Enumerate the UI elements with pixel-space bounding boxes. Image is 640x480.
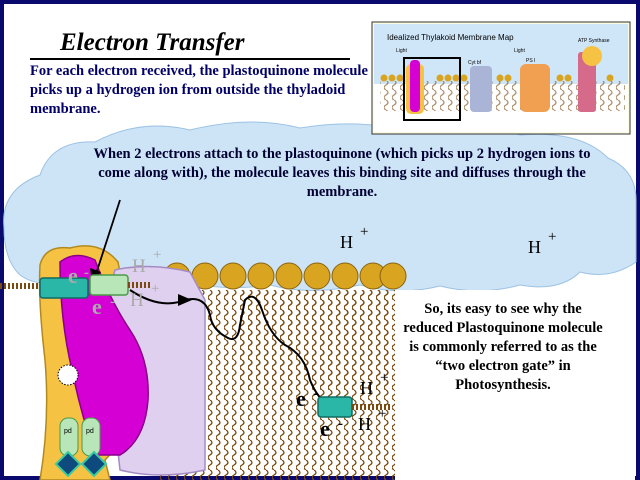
inset-light-right: Light [514,48,525,54]
pd-label-2: pd [86,428,94,435]
pd-label-1: pd [64,428,72,435]
inset-cyt-label: Cyt bf [468,60,482,66]
slide-title: Electron Transfer [30,28,350,60]
protein-magenta [59,254,149,456]
inset-map: Idealized Thylakoid Membrane Map Light L… [371,21,631,135]
ion-h-released-2: H [358,414,371,434]
conclusion-text: So, its easy to see why the reduced Plas… [403,301,603,393]
ion-h-bound-1: H [132,256,146,277]
ion-h-released-2-charge: + [378,406,386,422]
ion-h-stroma-2: H [528,237,541,257]
inset-map-title: Idealized Thylakoid Membrane Map [387,33,514,42]
ion-h-released-1-charge: + [380,370,388,386]
electron-path [129,289,331,406]
electron-released-1-charge: - [313,386,318,402]
ion-h-stroma-2-charge: + [548,229,556,245]
ion-h-bound-1-charge: + [153,247,161,263]
pd-proteins [54,417,108,478]
inset-atp-label: ATP Synthase [578,38,610,44]
electron-bound-2: e [92,294,102,319]
electron-released-2: e [320,416,330,441]
lipid-tails-right [240,290,390,390]
electron-bound-2-charge: - [110,294,115,310]
lumen-area [395,290,635,480]
plastoquinone-left [0,277,89,299]
electron-bound-1: e [68,263,78,288]
callout-pointer [95,199,121,275]
binding-carrier [89,274,129,296]
inset-highlight-box [403,57,461,121]
callout-text: When 2 electrons attach to the plastoqui… [93,146,591,200]
electron-released-2-charge: - [338,416,343,432]
ion-h-bound-2-charge: + [151,281,159,297]
ion-h-stroma-1-charge: + [360,224,368,240]
electron-bound-1-charge: - [84,265,89,281]
ion-h-released-1: H [360,378,373,398]
ion-h-bound-2: H [130,290,144,311]
inset-light-left: Light [396,48,407,54]
intro-text: For each electron received, the plastoqu… [30,63,368,117]
ion-h-stroma-1: H [340,232,353,252]
inset-ps1-label: PS I [526,58,535,64]
lipid-heads [163,262,407,290]
electron-released-1: e [296,386,306,411]
iron-center [57,364,79,386]
plastoquinone-released [317,396,392,418]
